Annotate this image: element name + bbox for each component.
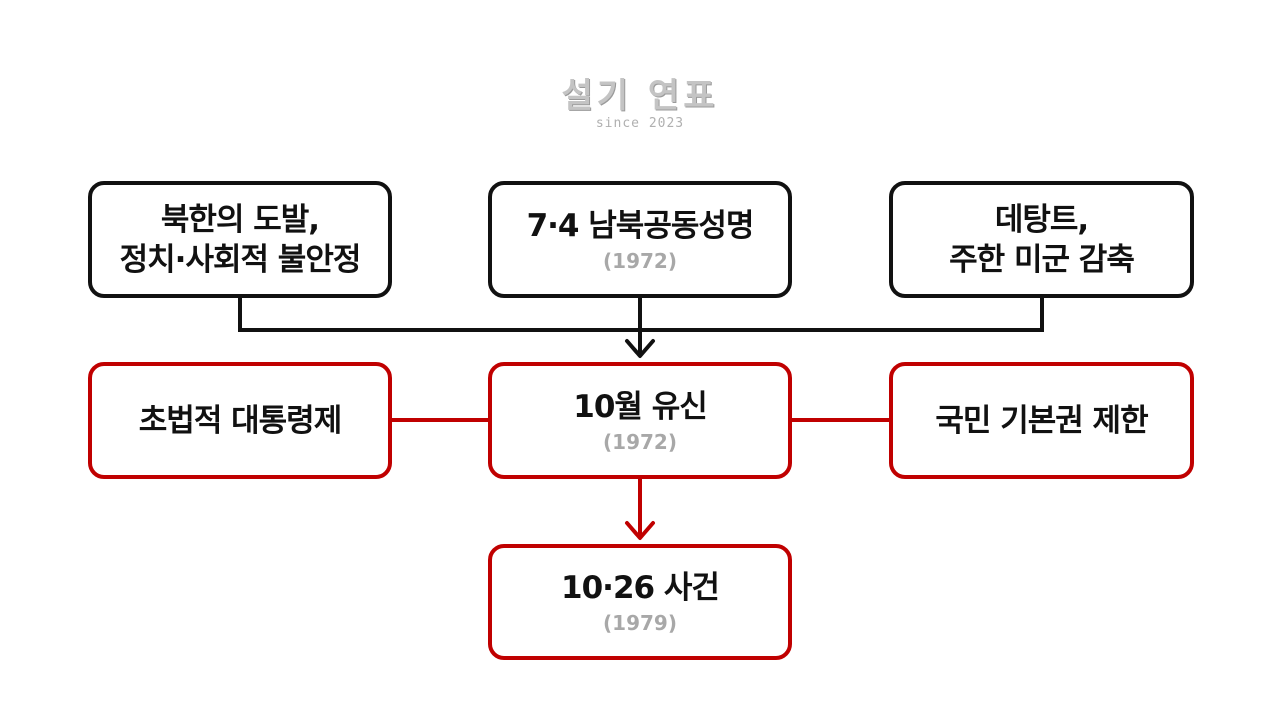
arrowhead-black	[625, 339, 655, 358]
cause-center-title: 7·4 남북공동성명	[526, 207, 755, 244]
center-year: (1972)	[603, 429, 677, 454]
feature-right-label: 국민 기본권 제한	[935, 402, 1148, 439]
feature-box-right: 국민 기본권 제한	[889, 362, 1194, 479]
logo: 설기 연표 since 2023	[540, 76, 740, 132]
cause-center-year: (1972)	[603, 248, 677, 273]
cause-left-line2: 정치·사회적 불안정	[119, 241, 362, 278]
arrowhead-red	[625, 521, 655, 540]
cause-right-line1: 데탕트,	[994, 201, 1089, 238]
cause-box-north-korea: 북한의 도발, 정치·사회적 불안정	[88, 181, 392, 298]
feature-box-left: 초법적 대통령제	[88, 362, 392, 479]
cause-left-line1: 북한의 도발,	[160, 201, 320, 238]
connector-cause-right	[640, 296, 1044, 332]
result-title: 10·26 사건	[561, 570, 720, 606]
cause-box-joint-statement: 7·4 남북공동성명 (1972)	[488, 181, 792, 298]
center-box-yushin: 10월 유신 (1972)	[488, 362, 792, 479]
feature-left-label: 초법적 대통령제	[138, 402, 342, 439]
result-box-1026: 10·26 사건 (1979)	[488, 544, 792, 660]
connector-cause-left	[238, 296, 640, 332]
cause-box-detente: 데탕트, 주한 미군 감축	[889, 181, 1194, 298]
logo-title: 설기 연표	[561, 76, 719, 116]
logo-subtitle: since 2023	[595, 116, 685, 131]
result-year: (1979)	[603, 611, 677, 635]
cause-right-line2: 주한 미군 감축	[949, 241, 1135, 278]
center-title: 10월 유신	[573, 388, 707, 425]
